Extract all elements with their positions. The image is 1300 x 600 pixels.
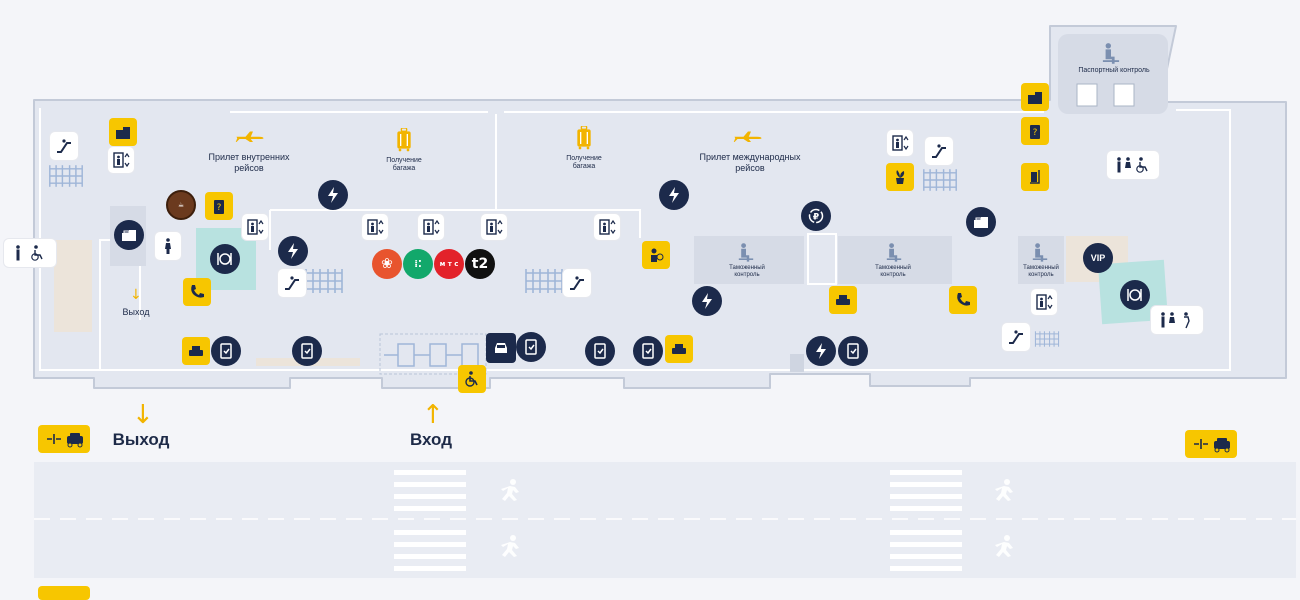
baggage-claim-icon [576, 126, 592, 150]
customs-label: Таможенный контроль [1023, 265, 1059, 278]
self-service-kiosk-icon[interactable] [633, 336, 663, 366]
escalator-icon[interactable] [50, 132, 78, 160]
stairs [922, 168, 958, 192]
luggage-wrapping-icon[interactable] [1021, 83, 1049, 111]
exchange-booth [807, 233, 837, 285]
luggage-wrapping-icon[interactable] [109, 118, 137, 146]
luggage-storage-icon[interactable] [114, 220, 144, 250]
baggage-claim-icon [396, 128, 412, 152]
taxi-rank-icon[interactable] [1185, 430, 1237, 458]
escalator-icon[interactable] [925, 137, 953, 165]
passport-control-label: Паспортный контроль [1078, 67, 1150, 74]
toilets-icon[interactable] [1151, 306, 1203, 334]
elevator-icon[interactable] [108, 147, 134, 173]
megafon-logo[interactable]: ⁞⁚ [403, 249, 433, 279]
elevator-icon[interactable] [887, 130, 913, 156]
taxi-icon[interactable] [829, 286, 857, 314]
restaurant-icon[interactable] [210, 244, 240, 274]
crosswalk-right [890, 470, 962, 571]
taxi-rank-icon[interactable] [38, 425, 90, 453]
taxi-icon[interactable] [665, 335, 693, 363]
svg-text:?: ? [217, 203, 222, 213]
baggage-trolley-icon[interactable] [1021, 163, 1049, 191]
customs-label: Таможенный контроль [875, 265, 911, 278]
left-utility-zone [54, 240, 92, 332]
self-service-kiosk-icon[interactable] [292, 336, 322, 366]
self-service-kiosk-icon[interactable] [585, 336, 615, 366]
escalator-icon[interactable] [1002, 323, 1030, 351]
coffee-shop-logo[interactable]: ☕ [166, 190, 196, 220]
international-arrivals-label: Прилет международных рейсов [699, 152, 801, 173]
elevator-icon[interactable] [1031, 289, 1057, 315]
entrance-arrow-icon: ↑ [422, 400, 444, 430]
escalator-icon[interactable] [278, 269, 306, 297]
baggage-claim-label: Получение багажа [566, 155, 602, 171]
charging-icon[interactable] [659, 180, 689, 210]
elevator-icon[interactable] [594, 214, 620, 240]
domestic-arrivals-label: Прилет внутренних рейсов [208, 152, 290, 173]
elevator-icon[interactable] [362, 214, 388, 240]
self-service-kiosk-icon[interactable] [838, 336, 868, 366]
elevator-icon[interactable] [481, 214, 507, 240]
luggage-storage-icon[interactable] [966, 207, 996, 237]
toilets-icon[interactable] [4, 239, 56, 267]
mts-logo[interactable]: м т с [434, 249, 464, 279]
self-service-kiosk-icon[interactable] [516, 332, 546, 362]
self-service-kiosk-icon[interactable] [211, 336, 241, 366]
svg-text:₽: ₽ [813, 213, 819, 223]
elevator-icon[interactable] [242, 214, 268, 240]
charging-icon[interactable] [278, 236, 308, 266]
exit-label-small: Выход [122, 307, 150, 317]
baggage-claim-label: Получение багажа [386, 157, 422, 173]
car-rental-icon[interactable] [486, 333, 516, 363]
crosswalk-left [394, 470, 466, 571]
exit-arrow-icon: ↓ [132, 400, 154, 430]
elevator-icon[interactable] [418, 214, 444, 240]
customs-label: Таможенный контроль [729, 265, 765, 278]
phone-icon[interactable] [949, 286, 977, 314]
t2-logo[interactable]: t2 [465, 249, 495, 279]
phone-icon[interactable] [183, 278, 211, 306]
exit-arrow-small-icon: ↓ [130, 287, 142, 303]
wheelchair-icon[interactable] [458, 365, 486, 393]
currency-exchange-icon[interactable]: ₽ [801, 201, 831, 231]
charging-icon[interactable] [806, 336, 836, 366]
entrance-label: Вход [409, 430, 453, 449]
taxi-rank-icon[interactable] [38, 586, 90, 600]
charging-icon[interactable] [318, 180, 348, 210]
stairs [48, 164, 83, 188]
exit-label: Выход [112, 430, 170, 449]
passport-booth [1076, 83, 1098, 107]
lost-luggage-icon[interactable]: ? [1021, 117, 1049, 145]
vip-lounge-icon[interactable]: VIP [1083, 243, 1113, 273]
column [790, 354, 804, 372]
svg-text:?: ? [1033, 128, 1038, 138]
passport-booth [1113, 83, 1135, 107]
terminal-inner-wall [39, 108, 1231, 371]
self-service-icon[interactable] [642, 241, 670, 269]
tulip-operator-logo[interactable]: ❀ [372, 249, 402, 279]
lost-luggage-icon[interactable]: ? [205, 192, 233, 220]
road [34, 462, 1296, 578]
taxi-icon[interactable] [182, 337, 210, 365]
escalator-icon[interactable] [563, 269, 591, 297]
stairs [305, 268, 343, 294]
toilets-icon[interactable] [155, 232, 181, 260]
toilets-icon[interactable] [1107, 151, 1159, 179]
plant-shop-icon[interactable] [886, 163, 914, 191]
restaurant-icon[interactable] [1120, 280, 1150, 310]
stairs [1034, 330, 1060, 348]
charging-icon[interactable] [692, 286, 722, 316]
stairs [525, 268, 563, 294]
vip-label: VIP [1090, 253, 1106, 263]
